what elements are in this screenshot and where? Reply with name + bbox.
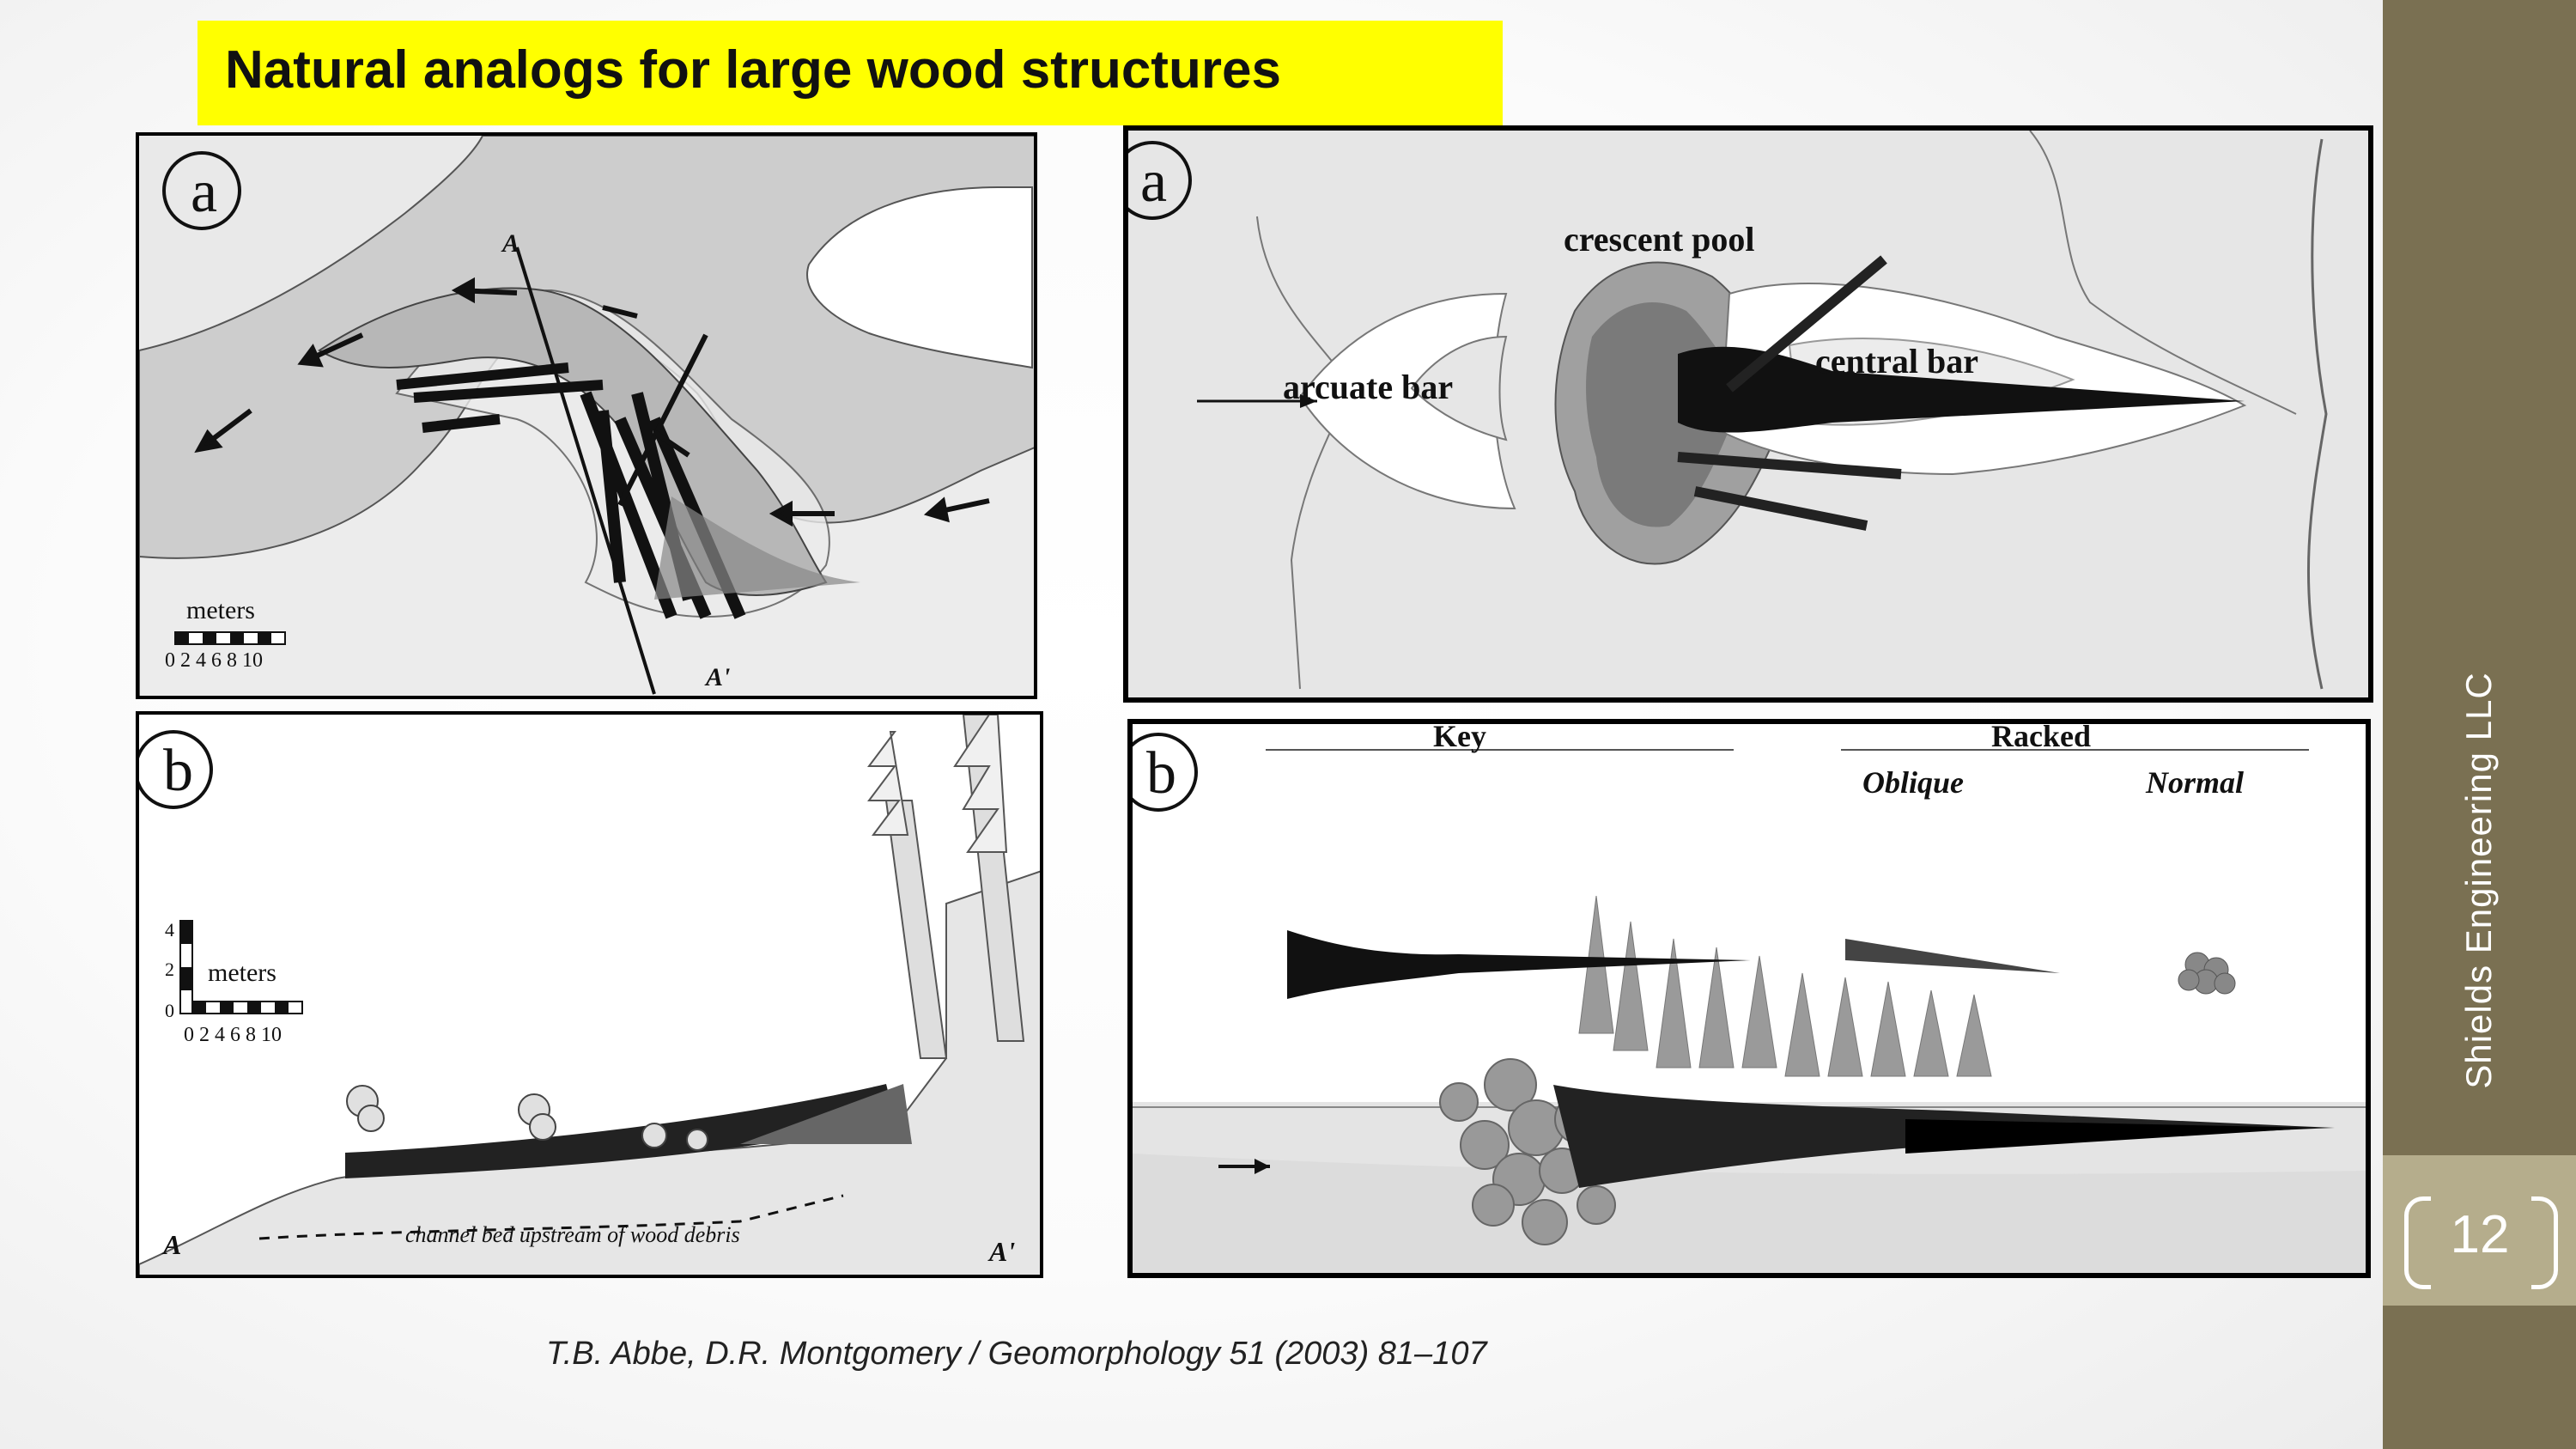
title-highlight: Natural analogs for large wood structure… xyxy=(197,21,1503,125)
jam-plan-view: a crescent pool arcuate bar central bar xyxy=(1128,131,2368,697)
citation: T.B. Abbe, D.R. Montgomery / Geomorpholo… xyxy=(546,1336,1487,1372)
page-number: 12 xyxy=(2450,1205,2510,1264)
figure-panel-top-left: a A A' meters 0 2 4 6 8 10 xyxy=(136,132,1037,699)
normal-label: Normal xyxy=(2145,765,2244,800)
scale-title: meters xyxy=(186,596,255,624)
figure-panel-bottom-right: b Key Racked Oblique Normal xyxy=(1127,719,2371,1278)
slide-title: Natural analogs for large wood structure… xyxy=(225,40,1281,100)
central-bar-label: central bar xyxy=(1815,342,1978,381)
section-start-label: A xyxy=(161,1229,181,1260)
panel-label: b xyxy=(1146,740,1176,807)
panel-label: a xyxy=(191,159,217,225)
section-end-label: A' xyxy=(987,1236,1015,1267)
vertical-tick: 4 xyxy=(165,919,174,941)
arcuate-bar-label: arcuate bar xyxy=(1283,368,1453,406)
section-end-label: A' xyxy=(704,663,730,691)
crescent-pool-label: crescent pool xyxy=(1564,220,1755,259)
panel-label: b xyxy=(163,738,193,804)
bed-label: channel bed upstream of wood debris xyxy=(405,1222,740,1247)
section-start-label: A xyxy=(501,229,519,258)
scale-title: meters xyxy=(208,959,276,987)
scale-ticks: 0 2 4 6 8 10 xyxy=(184,1024,282,1046)
key-label: Key xyxy=(1433,724,1486,753)
scale-ticks: 0 2 4 6 8 10 xyxy=(165,649,263,672)
page-bracket-left xyxy=(2404,1196,2431,1289)
jam-types-section: b Key Racked Oblique Normal xyxy=(1133,724,2366,1273)
company-name: Shields Engineering LLC xyxy=(2458,672,2499,1089)
racked-label: Racked xyxy=(1991,724,2091,753)
page-bracket-right xyxy=(2531,1196,2558,1289)
vertical-tick: 2 xyxy=(165,959,174,980)
figure-panel-top-right: a crescent pool arcuate bar central bar xyxy=(1123,125,2373,703)
panel-label: a xyxy=(1140,149,1167,215)
river-cross-section: b 4 2 0 meters 0 2 4 6 8 10 channel bed … xyxy=(139,715,1040,1275)
vertical-tick: 0 xyxy=(165,1000,174,1021)
figure-panel-bottom-left: b 4 2 0 meters 0 2 4 6 8 10 channel bed … xyxy=(136,711,1043,1278)
river-bend-plan-view: a A A' meters 0 2 4 6 8 10 xyxy=(139,136,1034,696)
oblique-label: Oblique xyxy=(1862,765,1964,800)
